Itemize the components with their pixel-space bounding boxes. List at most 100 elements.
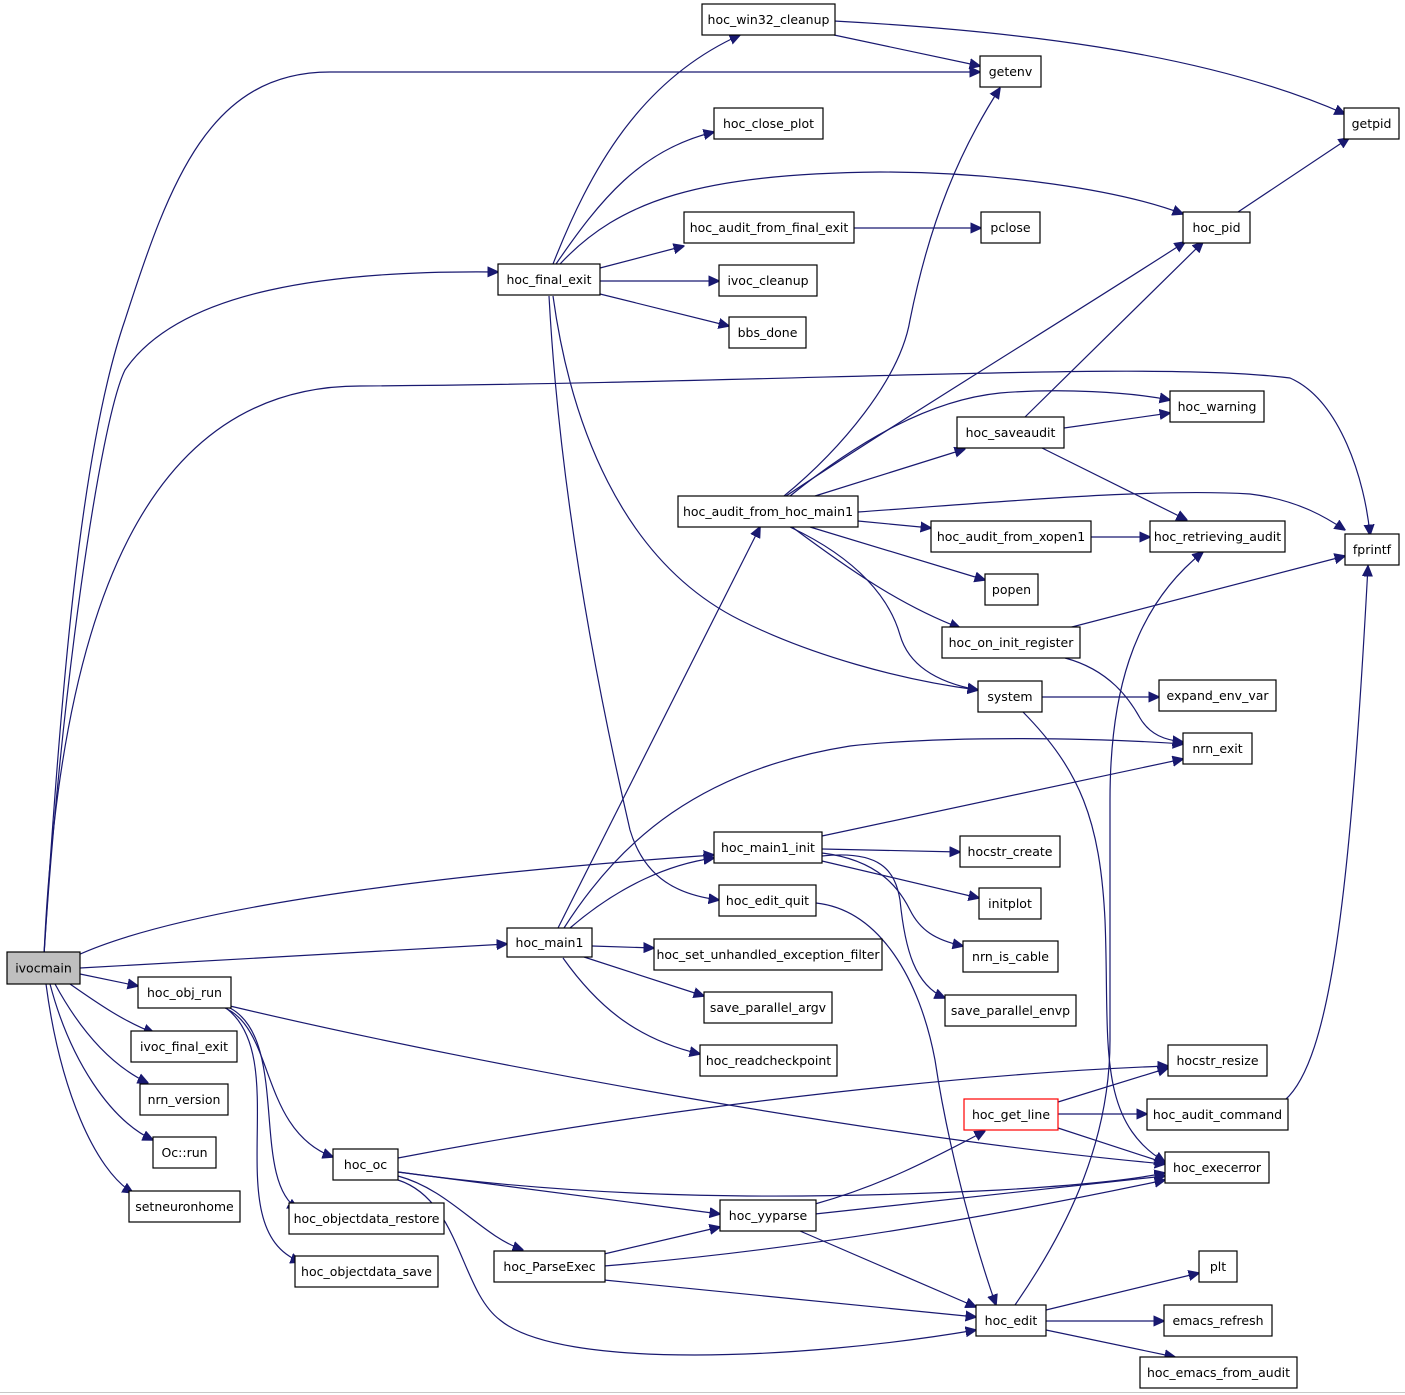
edge-hoc_main1-hoc_readcheckpoint (562, 957, 700, 1054)
node-hoc_set_unhandled_exception_filter[interactable]: hoc_set_unhandled_exception_filter (653, 938, 883, 971)
node-nrn_version[interactable]: nrn_version (139, 1083, 229, 1116)
node-hoc_get_line[interactable]: hoc_get_line (963, 1098, 1059, 1131)
node-label: fprintf (1353, 542, 1392, 557)
node-bbs_done[interactable]: bbs_done (728, 316, 807, 349)
node-ivocmain[interactable]: ivocmain (6, 951, 81, 985)
node-hoc_objectdata_save[interactable]: hoc_objectdata_save (294, 1255, 439, 1288)
edge-hoc_saveaudit-hoc_warning (1063, 413, 1170, 429)
node-getenv[interactable]: getenv (979, 55, 1042, 88)
edge-hoc_audit_from_hoc_main1-hoc_warning (789, 390, 1170, 497)
node-hoc_retrieving_audit[interactable]: hoc_retrieving_audit (1149, 520, 1286, 553)
edge-ivocmain-hoc_main1 (79, 944, 507, 969)
node-hoc_main1_init[interactable]: hoc_main1_init (713, 831, 823, 864)
node-label: getpid (1352, 116, 1392, 131)
node-label: hocstr_resize (1176, 1053, 1258, 1068)
node-hoc_oc[interactable]: hoc_oc (332, 1148, 399, 1181)
node-fprintf[interactable]: fprintf (1344, 533, 1400, 566)
node-pclose[interactable]: pclose (980, 211, 1041, 244)
edge-hoc_final_exit-bbs_done (599, 293, 729, 326)
node-hoc_win32_cleanup[interactable]: hoc_win32_cleanup (701, 3, 836, 36)
node-initplot[interactable]: initplot (978, 887, 1042, 920)
node-label: hoc_warning (1178, 399, 1257, 414)
node-hoc_objectdata_restore[interactable]: hoc_objectdata_restore (288, 1202, 445, 1235)
node-label: hoc_oc (344, 1157, 387, 1172)
edge-hoc_on_init_register-nrn_exit (1064, 657, 1183, 742)
edge-hoc_final_exit-hoc_pid (559, 171, 1183, 265)
node-label: ivoc_final_exit (140, 1039, 228, 1054)
node-label: save_parallel_argv (710, 1000, 827, 1015)
node-label: pclose (990, 220, 1030, 235)
node-label: system (987, 689, 1032, 704)
node-popen[interactable]: popen (984, 573, 1039, 606)
edge-hoc_final_exit-hoc_audit_from_final_exit (599, 246, 684, 269)
node-setneuronhome[interactable]: setneuronhome (128, 1190, 241, 1223)
edge-hoc_win32_cleanup-getenv (833, 34, 980, 66)
edge-hoc_main1_init-nrn_is_cable (821, 852, 963, 946)
node-system[interactable]: system (977, 680, 1043, 713)
node-save_parallel_argv[interactable]: save_parallel_argv (703, 991, 833, 1024)
node-hoc_obj_run[interactable]: hoc_obj_run (137, 976, 232, 1009)
node-getpid[interactable]: getpid (1343, 107, 1400, 140)
node-label: hoc_win32_cleanup (708, 12, 830, 27)
edge-hoc_oc-hoc_execerror (397, 1172, 1165, 1197)
node-label: initplot (988, 896, 1032, 911)
edge-hoc_edit_quit-hoc_edit (815, 902, 996, 1305)
node-hoc_readcheckpoint[interactable]: hoc_readcheckpoint (699, 1044, 838, 1077)
node-label: hoc_saveaudit (966, 425, 1056, 440)
edge-hoc_main1-hoc_main1_init (569, 858, 714, 929)
node-hoc_main1[interactable]: hoc_main1 (506, 927, 593, 958)
edge-hoc_obj_run-hoc_oc (224, 1007, 333, 1157)
node-hoc_audit_from_xopen1[interactable]: hoc_audit_from_xopen1 (930, 520, 1092, 553)
edge-hoc_oc-hoc_edit (397, 1179, 976, 1356)
node-hoc_on_init_register[interactable]: hoc_on_init_register (941, 626, 1081, 659)
node-ivoc_final_exit[interactable]: ivoc_final_exit (130, 1030, 238, 1063)
edge-hoc_pid-getpid (1237, 138, 1349, 213)
node-hoc_ParseExec[interactable]: hoc_ParseExec (493, 1250, 606, 1283)
node-label: save_parallel_envp (951, 1003, 1070, 1018)
node-hoc_final_exit[interactable]: hoc_final_exit (497, 263, 601, 296)
node-label: hoc_close_plot (723, 116, 814, 131)
node-hoc_audit_command[interactable]: hoc_audit_command (1146, 1098, 1289, 1131)
node-hocstr_resize[interactable]: hocstr_resize (1167, 1044, 1268, 1077)
node-Oc_run[interactable]: Oc::run (152, 1136, 217, 1169)
node-hocstr_create[interactable]: hocstr_create (959, 835, 1061, 868)
edge-hoc_final_exit-system (552, 295, 978, 690)
node-nrn_exit[interactable]: nrn_exit (1182, 732, 1253, 765)
node-hoc_pid[interactable]: hoc_pid (1182, 211, 1251, 244)
node-emacs_refresh[interactable]: emacs_refresh (1163, 1304, 1273, 1337)
node-hoc_emacs_from_audit[interactable]: hoc_emacs_from_audit (1139, 1356, 1298, 1389)
node-label: hoc_main1 (516, 935, 584, 950)
node-hoc_execerror[interactable]: hoc_execerror (1164, 1151, 1270, 1184)
edge-hoc_main1_init-nrn_exit (821, 759, 1183, 837)
edge-hoc_saveaudit-hoc_pid (1024, 242, 1203, 418)
node-ivoc_cleanup[interactable]: ivoc_cleanup (718, 264, 818, 297)
edge-hoc_edit-hoc_emacs_from_audit (1045, 1329, 1175, 1357)
node-hoc_yyparse[interactable]: hoc_yyparse (719, 1199, 817, 1232)
edge-ivocmain-hoc_final_exit (43, 272, 498, 956)
edge-ivocmain-ivoc_final_exit (69, 983, 154, 1033)
edge-hoc_main1_init-hocstr_create (821, 849, 960, 852)
edge-hoc_main1_init-save_parallel_envp (821, 854, 945, 998)
edge-hoc_main1-save_parallel_argv (583, 956, 704, 996)
node-expand_env_var[interactable]: expand_env_var (1158, 679, 1277, 712)
node-hoc_edit[interactable]: hoc_edit (975, 1304, 1047, 1337)
node-label: hoc_pid (1192, 220, 1240, 235)
node-label: hoc_retrieving_audit (1154, 529, 1281, 544)
node-hoc_saveaudit[interactable]: hoc_saveaudit (956, 416, 1065, 449)
edge-hoc_final_exit-hoc_win32_cleanup (552, 35, 740, 265)
node-label: hoc_get_line (972, 1107, 1050, 1122)
node-label: hoc_audit_from_xopen1 (937, 529, 1085, 544)
node-hoc_audit_from_final_exit[interactable]: hoc_audit_from_final_exit (683, 211, 855, 244)
node-hoc_close_plot[interactable]: hoc_close_plot (713, 107, 824, 140)
edge-hoc_ParseExec-hoc_edit (603, 1279, 976, 1317)
node-save_parallel_envp[interactable]: save_parallel_envp (944, 994, 1077, 1027)
node-label: ivocmain (15, 961, 72, 976)
node-hoc_audit_from_hoc_main1[interactable]: hoc_audit_from_hoc_main1 (677, 495, 859, 528)
node-nrn_is_cable[interactable]: nrn_is_cable (962, 940, 1059, 973)
node-hoc_warning[interactable]: hoc_warning (1169, 390, 1265, 423)
node-plt[interactable]: plt (1198, 1250, 1238, 1283)
edge-hoc_audit_command-fprintf (1284, 566, 1368, 1101)
node-hoc_edit_quit[interactable]: hoc_edit_quit (718, 884, 817, 917)
edge-ivocmain-Oc_run (49, 983, 153, 1140)
node-label: popen (992, 582, 1031, 597)
